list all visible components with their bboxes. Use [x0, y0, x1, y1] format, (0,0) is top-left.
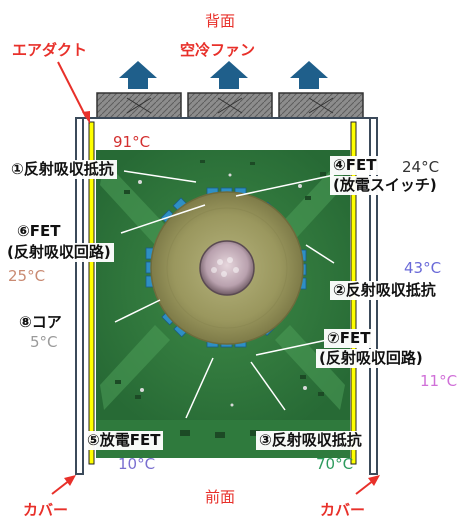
cooling-fans [96, 92, 364, 119]
cover-label-right: カバー [320, 501, 366, 519]
temp-2: 43°C [404, 259, 442, 277]
component-8-label: ⑧コア [16, 313, 65, 332]
back-label: 背面 [205, 12, 236, 30]
cover-arrows [51, 475, 380, 495]
duct-pointer [57, 61, 90, 124]
callout-lines [114, 170, 335, 419]
airflow-arrow-icon [290, 61, 328, 89]
air-duct-label: エアダクト [12, 41, 88, 59]
cover-label-left: カバー [23, 501, 69, 519]
component-4-label-line2: (放電スイッチ) [330, 176, 440, 195]
component-7-label-line2: (反射吸収回路) [316, 349, 426, 368]
component-5-label: ⑤放電FET [84, 431, 164, 450]
airflow-arrows [119, 61, 328, 89]
temp-3: 70°C [316, 455, 354, 473]
temp-8: 5°C [30, 333, 58, 351]
component-7-label-line1: ⑦FET [324, 329, 374, 348]
component-3-label: ③反射吸収抵抗 [256, 431, 365, 450]
temp-1: 91°C [113, 133, 151, 151]
red-arrow-icon [64, 475, 76, 486]
temp-4: 24°C [402, 158, 440, 176]
front-label: 前面 [205, 488, 236, 506]
core [150, 191, 304, 345]
cooling-fan-label: 空冷ファン [180, 41, 256, 59]
component-2-label: ②反射吸収抵抗 [330, 281, 439, 300]
top-inner-strip [96, 124, 350, 146]
red-arrow-icon [368, 475, 380, 486]
red-arrow-icon [82, 111, 90, 124]
component-4-label-line1: ④FET [330, 156, 380, 175]
temp-7: 11°C [420, 372, 458, 390]
component-6-label-line2: (反射吸収回路) [4, 243, 114, 262]
temp-5: 10°C [118, 455, 156, 473]
airflow-arrow-icon [119, 61, 157, 89]
temp-6: 25°C [8, 267, 46, 285]
air-duct-left [88, 121, 95, 465]
fan-3 [278, 92, 364, 119]
component-1-label: ①反射吸収抵抗 [8, 160, 117, 179]
component-6-label-line1: ⑥FET [14, 222, 64, 241]
airflow-arrow-icon [210, 61, 248, 89]
